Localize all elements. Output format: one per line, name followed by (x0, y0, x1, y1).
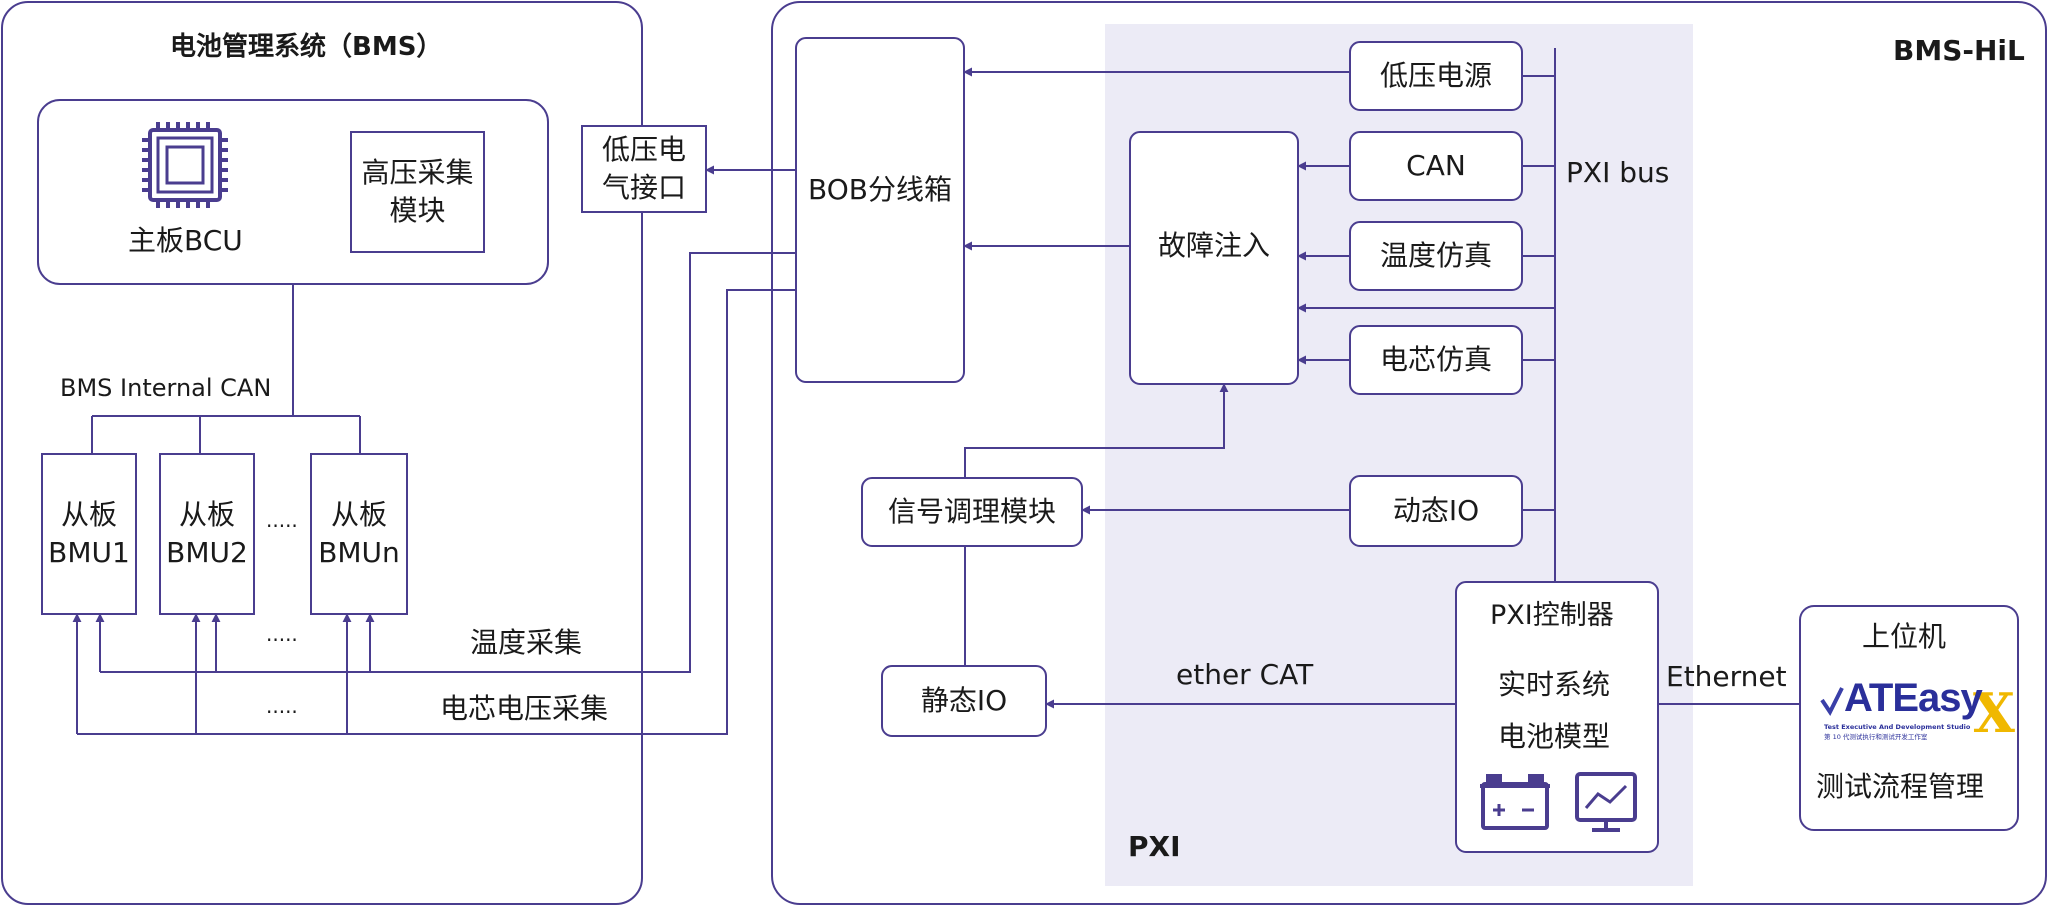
ateasy-logo-sub2: 第 10 代测试执行和测试开发工作室 (1824, 733, 1928, 741)
hv-module-line2: 模块 (389, 194, 446, 227)
cell-volt-lines (72, 289, 796, 735)
bms-panel (1, 1, 643, 905)
dynamic-io-label: 动态IO (1392, 494, 1480, 528)
bmu1-label: 从板 BMU1 (42, 454, 136, 614)
hv-module-box (350, 131, 485, 253)
pxi-controller-line1: 实时系统 (1498, 668, 1611, 701)
bmu2-line2: BMU2 (166, 536, 248, 569)
hil-panel (771, 1, 2047, 905)
bmu-ellipsis-2: ····· (266, 628, 298, 652)
static-io-label: 静态IO (920, 684, 1008, 718)
ateasy-logo-mark: X (1820, 681, 2015, 745)
bmu1-line2: BMU1 (48, 536, 130, 569)
bob-box (795, 37, 965, 383)
ethercat-label: ether CAT (1176, 658, 1314, 691)
bmu2-box (159, 453, 255, 615)
host-title: 上位机 (1862, 620, 1947, 653)
pxi-controller-line2: 电池模型 (1498, 720, 1611, 753)
bmun-line2: BMUn (318, 536, 400, 569)
lv-interface-label: 低压电 气接口 (582, 126, 706, 212)
ateasy-logo-sub1: Test Executive And Development Studio (1824, 723, 1971, 731)
cell-sim-label: 电芯仿真 (1379, 343, 1492, 377)
lv-interface-line2: 气接口 (601, 171, 686, 204)
bms-title: 电池管理系统（BMS） (170, 32, 443, 62)
bcu-label: 主板BCU (128, 224, 243, 257)
lv-power-label: 低压电源 (1379, 59, 1492, 93)
bmu-ellipsis-1: ····· (266, 514, 298, 538)
monitor-chart-icon (1575, 772, 1637, 832)
ateasy-logo-text: ATEasy (1844, 676, 1983, 720)
pxi-bus-lines (1522, 48, 1556, 582)
lv-interface-line1: 低压电 (601, 133, 686, 167)
internal-can-label: BMS Internal CAN (60, 374, 272, 402)
bmu2-label: 从板 BMU2 (160, 454, 254, 614)
bmun-line1: 从板 (330, 498, 387, 532)
temp-acq-label: 温度采集 (470, 626, 583, 659)
pxi-label: PXI (1128, 830, 1181, 863)
bmu2-line1: 从板 (178, 498, 235, 532)
signal-cond-label: 信号调理模块 (887, 495, 1056, 529)
pxi-controller-title: PXI控制器 (1490, 600, 1614, 631)
battery-icon (1480, 774, 1550, 830)
temp-sim-label: 温度仿真 (1379, 239, 1492, 273)
cell-volt-acq-label: 电芯电压采集 (440, 692, 609, 725)
host-box (1799, 605, 2019, 831)
internal-can-lines (91, 284, 361, 454)
bob-label: BOB分线箱 (808, 173, 952, 207)
hil-title: BMS-HiL (1893, 34, 2025, 67)
lv-interface-box (581, 125, 707, 213)
fault-inject-label: 故障注入 (1157, 229, 1270, 263)
fault-arrows (964, 161, 1555, 478)
hv-module-label: 高压采集 模块 (351, 132, 484, 252)
chip-icon (142, 122, 228, 208)
hv-module-line1: 高压采集 (361, 156, 474, 190)
bmun-box (310, 453, 408, 615)
bmu1-line1: 从板 (60, 498, 117, 532)
can-label: CAN (1406, 149, 1466, 183)
bmu1-box (41, 453, 137, 615)
bmun-label: 从板 BMUn (311, 454, 407, 614)
ethernet-label: Ethernet (1666, 660, 1787, 693)
pxi-bus-label: PXI bus (1566, 156, 1670, 189)
svg-text:X: X (1973, 681, 2015, 745)
host-mgmt-label: 测试流程管理 (1816, 770, 1985, 803)
temp-acq-lines (95, 252, 796, 673)
bmu-ellipsis-3: ····· (266, 700, 298, 724)
bob-arrows (963, 67, 1350, 251)
